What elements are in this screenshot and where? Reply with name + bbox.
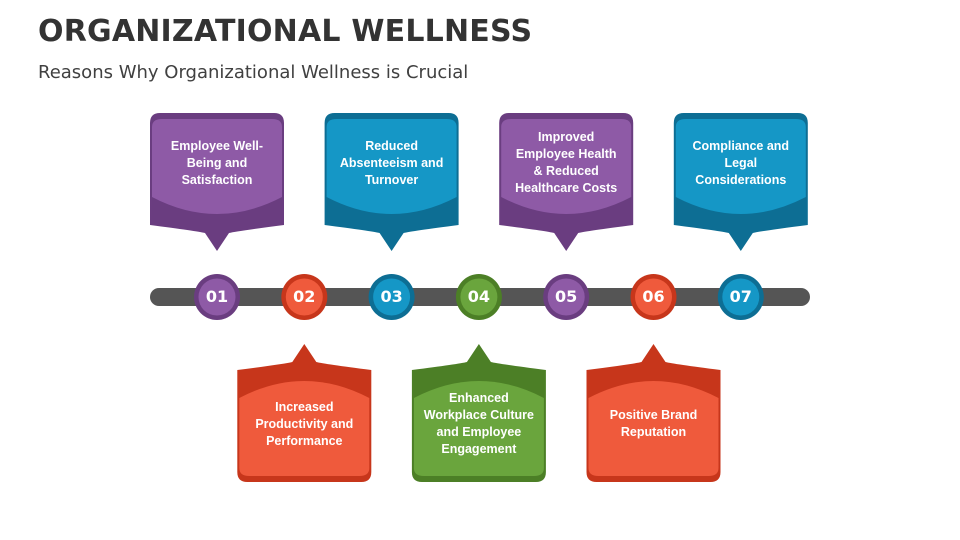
step-node (722, 278, 760, 316)
step-number: 06 (642, 287, 665, 306)
step-number: 01 (205, 287, 229, 306)
step-node (373, 278, 411, 316)
step-number: 05 (555, 287, 578, 306)
step-number: 04 (467, 287, 491, 306)
step-text: Employee Well-Being and Satisfaction (170, 138, 264, 187)
step-number: 02 (293, 287, 316, 306)
callout-card (413, 381, 544, 476)
page-subtitle: Reasons Why Organizational Wellness is C… (38, 62, 469, 83)
callout-card (326, 119, 457, 214)
step-node (547, 278, 585, 316)
callout-card (588, 381, 719, 476)
step-text: Enhanced Workplace Culture and Employee … (423, 391, 534, 456)
step-node (460, 278, 498, 316)
step-text: Reduced Absenteeism and Turnover (339, 138, 444, 187)
step-node (635, 278, 672, 316)
step-text: Compliance and Legal Considerations (692, 138, 790, 187)
callout-card (501, 119, 632, 214)
step-text: Positive Brand Reputation (609, 408, 698, 439)
step-number: 07 (729, 287, 752, 306)
step-text: Increased Productivity and Performance (255, 399, 354, 448)
step-text: Improved Employee Health & Reduced Healt… (515, 130, 618, 195)
page-title: ORGANIZATIONAL WELLNESS (38, 14, 533, 49)
callout-card (239, 381, 370, 476)
step-node (285, 278, 323, 316)
step-node (198, 278, 236, 316)
callout-card (152, 119, 282, 214)
step-number: 03 (380, 287, 403, 306)
callout-card (675, 119, 806, 214)
